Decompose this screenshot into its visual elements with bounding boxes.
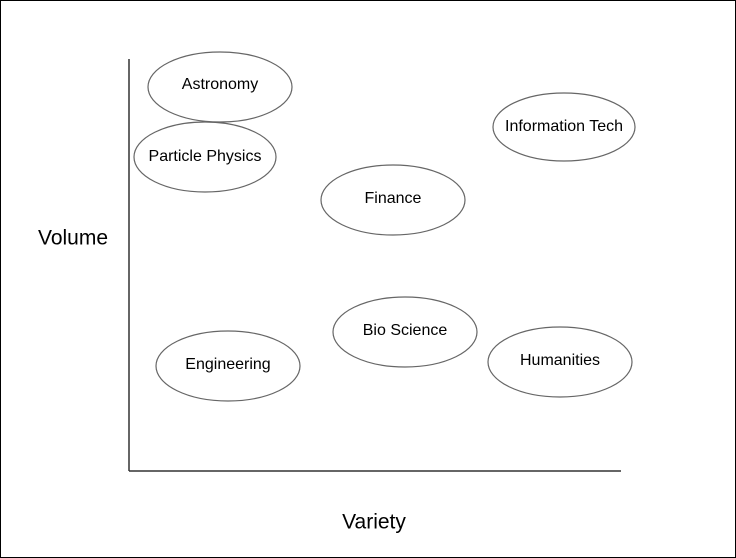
bubble-humanities: Humanities <box>487 326 633 398</box>
bubble-astronomy: Astronomy <box>147 51 293 123</box>
bubble-label-astronomy: Astronomy <box>182 76 258 93</box>
bubble-bio-science: Bio Science <box>332 296 478 368</box>
bubble-label-particle-physics: Particle Physics <box>149 148 262 165</box>
x-axis-label: Variety <box>342 511 406 534</box>
bubble-label-bio-science: Bio Science <box>363 322 448 339</box>
bubble-label-finance: Finance <box>365 190 422 207</box>
bubble-information-tech: Information Tech <box>492 92 636 162</box>
bubble-engineering: Engineering <box>155 330 301 402</box>
bubble-label-humanities: Humanities <box>520 352 600 369</box>
bubble-particle-physics: Particle Physics <box>133 121 277 193</box>
bubble-finance: Finance <box>320 164 466 236</box>
bubble-label-information-tech: Information Tech <box>505 118 623 135</box>
y-axis-label: Volume <box>38 227 108 250</box>
bubble-label-engineering: Engineering <box>185 356 270 373</box>
